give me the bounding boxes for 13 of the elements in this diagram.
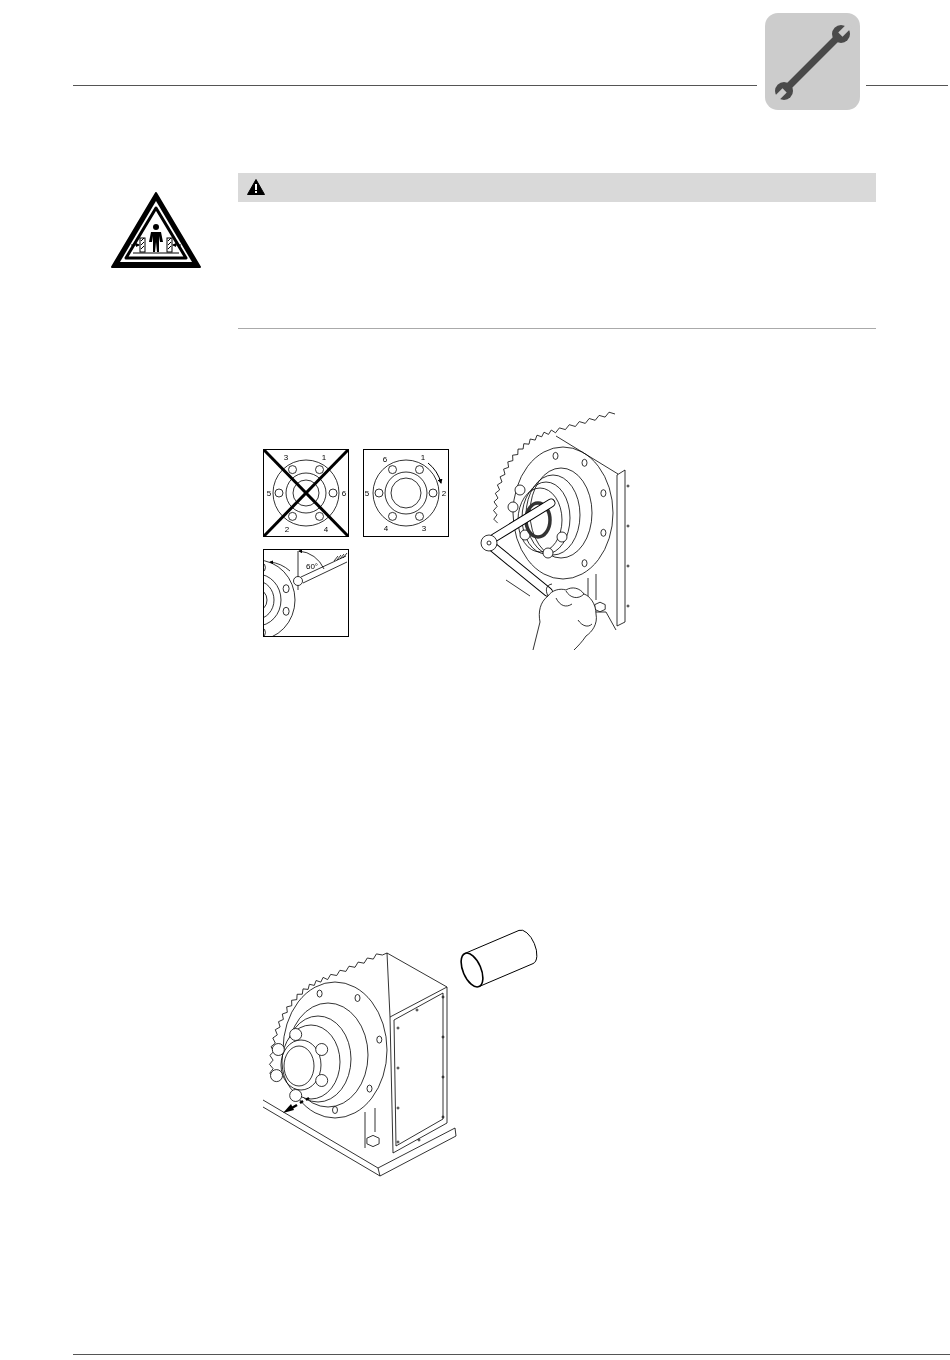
callout-number: 4 [323, 524, 329, 534]
callout-number: 4 [383, 523, 389, 533]
callout-number: 1 [321, 452, 327, 462]
angle-label: 60° [305, 561, 319, 571]
callout-number: 2 [284, 524, 290, 534]
callout-number: 5 [364, 488, 370, 498]
callout-number: 2 [441, 488, 447, 498]
callout-number: 3 [283, 452, 289, 462]
callout-number: 1 [420, 452, 426, 462]
callout-number: 5 [266, 488, 272, 498]
callout-number: 6 [382, 454, 388, 464]
callout-number: 3 [421, 523, 427, 533]
callout-number: 6 [341, 488, 347, 498]
